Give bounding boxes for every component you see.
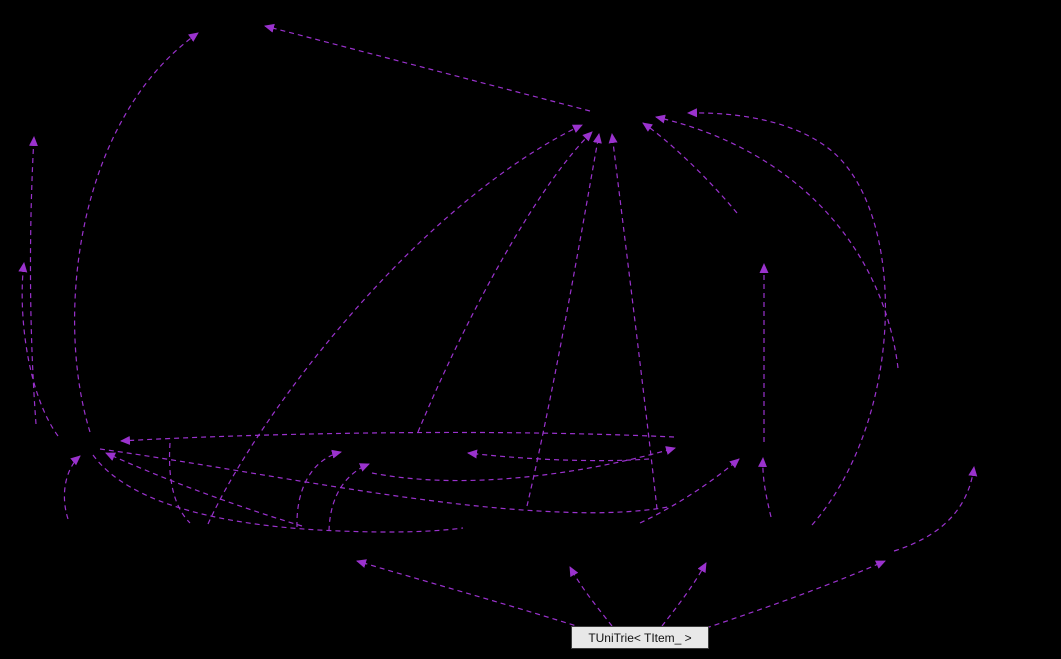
graph-edge-node-to-up-a bbox=[569, 566, 613, 627]
graph-edge-node-to-right bbox=[705, 560, 886, 629]
graph-edge-tangle-to-tophub-long bbox=[207, 124, 583, 525]
graph-edge-tangle-to-rightarrow bbox=[371, 446, 676, 482]
graph-edge-left-vertical-a bbox=[29, 136, 38, 425]
graph-edge-loop-to-midarrow-a bbox=[296, 449, 342, 528]
graph-edge-right-to-tophub-curve bbox=[655, 114, 899, 369]
graph-edge-loop-to-lefthub bbox=[63, 455, 81, 520]
graph-edge-below-to-tophub-a bbox=[526, 133, 602, 507]
graph-edge-tangle-filler-a bbox=[99, 448, 669, 514]
graph-edge-lefthub-bottom-line bbox=[92, 454, 464, 533]
node-tunitrie[interactable]: TUniTrie< TItem_ > bbox=[571, 626, 709, 649]
node-label: TUniTrie< TItem_ > bbox=[588, 630, 692, 645]
graph-edge-tophub-to-topnode2 bbox=[264, 23, 591, 112]
graph-edge-midleft-to-tophub bbox=[417, 131, 593, 433]
graph-edge-node-to-up-b bbox=[661, 562, 707, 627]
graph-edge-bottomright-up bbox=[893, 466, 978, 552]
graph-edge-loop-to-midarrow-b bbox=[328, 463, 370, 532]
graph-edge-right-to-tophub-short bbox=[642, 122, 738, 214]
edges-layer bbox=[18, 23, 978, 629]
graph-edge-horizontal-to-lefthub bbox=[120, 431, 675, 445]
graph-edge-below-to-tophub-b bbox=[608, 133, 658, 510]
graph-edge-tangle-to-righthub-b bbox=[758, 457, 772, 518]
graph-edge-lefthub-to-topnode bbox=[74, 32, 199, 433]
graph-edge-node-to-left bbox=[356, 559, 584, 629]
graph-edge-tangle-to-righthub-a bbox=[639, 458, 740, 524]
graph-edge-horizontal-to-leftarrow bbox=[467, 449, 650, 462]
graph-edge-farright-to-tophub-sweep bbox=[687, 108, 886, 526]
graph-edge-tangle-filler-b bbox=[168, 442, 191, 524]
graph-edge-left-vertical-b bbox=[18, 262, 59, 437]
graph-edge-diagonal-to-lefthub bbox=[105, 452, 303, 527]
